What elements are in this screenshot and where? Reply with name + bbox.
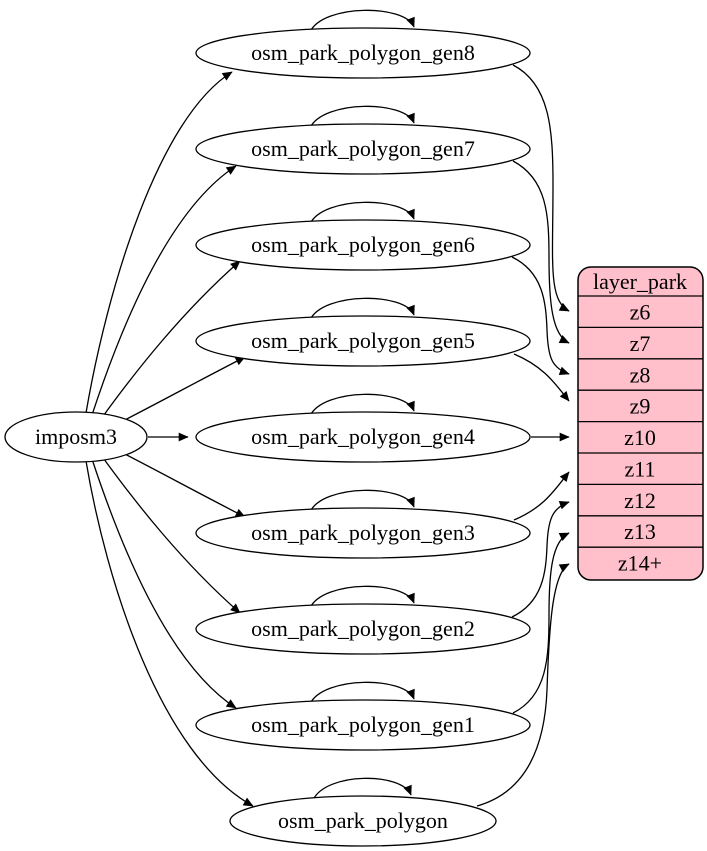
edge-gen5-to-z9 bbox=[513, 353, 570, 402]
row-z13: z13 bbox=[624, 519, 656, 544]
gen2-ellipse bbox=[195, 603, 531, 655]
edge-gen3-to-z11 bbox=[513, 471, 570, 521]
row-z6: z6 bbox=[630, 300, 651, 325]
layer-park-table-body bbox=[577, 266, 704, 581]
selfloop-gen8 bbox=[309, 9, 415, 33]
gen1-label: osm_park_polygon_gen1 bbox=[251, 712, 475, 737]
gen8-label: osm_park_polygon_gen8 bbox=[251, 40, 475, 65]
edge-imposm3-to-polygon bbox=[85, 460, 254, 807]
selfloop-gen5 bbox=[309, 297, 415, 321]
node-imposm3: imposm3 bbox=[4, 411, 148, 463]
node-osm-park-polygon-gen2: osm_park_polygon_gen2 bbox=[195, 603, 531, 655]
row-z9: z9 bbox=[630, 394, 651, 419]
node-osm-park-polygon-gen1: osm_park_polygon_gen1 bbox=[195, 699, 531, 751]
gen2-label: osm_park_polygon_gen2 bbox=[251, 616, 475, 641]
node-osm-park-polygon-gen4: osm_park_polygon_gen4 bbox=[195, 411, 531, 463]
gen7-label: osm_park_polygon_gen7 bbox=[251, 136, 475, 161]
edge-imposm3-to-gen7 bbox=[91, 165, 237, 416]
node-osm-park-polygon-gen7: osm_park_polygon_gen7 bbox=[195, 123, 531, 175]
gen4-label: osm_park_polygon_gen4 bbox=[251, 424, 475, 449]
selfloop-gen7 bbox=[309, 105, 415, 129]
row-z10: z10 bbox=[624, 425, 656, 450]
edge-gen7-to-z7 bbox=[512, 160, 570, 344]
selfloop-gen2 bbox=[309, 585, 415, 609]
gen5-ellipse bbox=[195, 315, 531, 367]
edge-imposm3-to-gen8 bbox=[85, 71, 233, 414]
node-osm-park-polygon: osm_park_polygon bbox=[229, 795, 497, 847]
edge-gen1-to-z13 bbox=[512, 532, 570, 714]
edge-gen8-to-z6 bbox=[512, 64, 570, 312]
selfloop-gen3 bbox=[309, 489, 415, 513]
imposm3-ellipse bbox=[4, 411, 148, 463]
node-osm-park-polygon-gen3: osm_park_polygon_gen3 bbox=[195, 507, 531, 559]
edge-imposm3-to-gen3 bbox=[116, 449, 246, 518]
edge-gen2-to-z12 bbox=[511, 500, 570, 618]
selfloop-gen1 bbox=[309, 681, 415, 705]
row-z8: z8 bbox=[630, 363, 651, 388]
edge-imposm3-to-gen1 bbox=[91, 458, 237, 709]
layer-park-table: layer_park z6 z7 z8 z9 z10 z11 z12 z13 z… bbox=[577, 266, 704, 581]
gen6-label: osm_park_polygon_gen6 bbox=[251, 232, 475, 257]
edge-polygon-to-z14 bbox=[476, 563, 570, 807]
gen3-ellipse bbox=[195, 507, 531, 559]
polygon-label: osm_park_polygon bbox=[278, 808, 448, 833]
row-z12: z12 bbox=[624, 488, 656, 513]
imposm3-label: imposm3 bbox=[35, 424, 117, 449]
node-osm-park-polygon-gen6: osm_park_polygon_gen6 bbox=[195, 219, 531, 271]
node-osm-park-polygon-gen8: osm_park_polygon_gen8 bbox=[195, 27, 531, 79]
row-z11: z11 bbox=[625, 457, 656, 482]
row-z7: z7 bbox=[630, 331, 651, 356]
gen5-label: osm_park_polygon_gen5 bbox=[251, 328, 475, 353]
node-osm-park-polygon-gen5: osm_park_polygon_gen5 bbox=[195, 315, 531, 367]
selfloop-gen4 bbox=[309, 393, 415, 417]
gen7-ellipse bbox=[195, 123, 531, 175]
row-z14: z14+ bbox=[618, 551, 662, 576]
selfloop-gen6 bbox=[309, 201, 415, 225]
edge-gen6-to-z8 bbox=[511, 256, 570, 376]
edges-self-loops bbox=[309, 9, 415, 801]
edge-imposm3-to-gen2 bbox=[100, 454, 241, 614]
edge-imposm3-to-gen6 bbox=[100, 260, 241, 420]
edges-tables-to-rows bbox=[476, 64, 570, 807]
selfloop-polygon bbox=[312, 777, 412, 801]
gen6-ellipse bbox=[195, 219, 531, 271]
gen4-ellipse bbox=[195, 411, 531, 463]
polygon-ellipse bbox=[229, 795, 497, 847]
edges-source-to-tables bbox=[85, 71, 254, 807]
gen1-ellipse bbox=[195, 699, 531, 751]
gen8-ellipse bbox=[195, 27, 531, 79]
gen3-label: osm_park_polygon_gen3 bbox=[251, 520, 475, 545]
edge-imposm3-to-gen5 bbox=[116, 356, 246, 425]
layer-park-header: layer_park bbox=[593, 269, 687, 294]
